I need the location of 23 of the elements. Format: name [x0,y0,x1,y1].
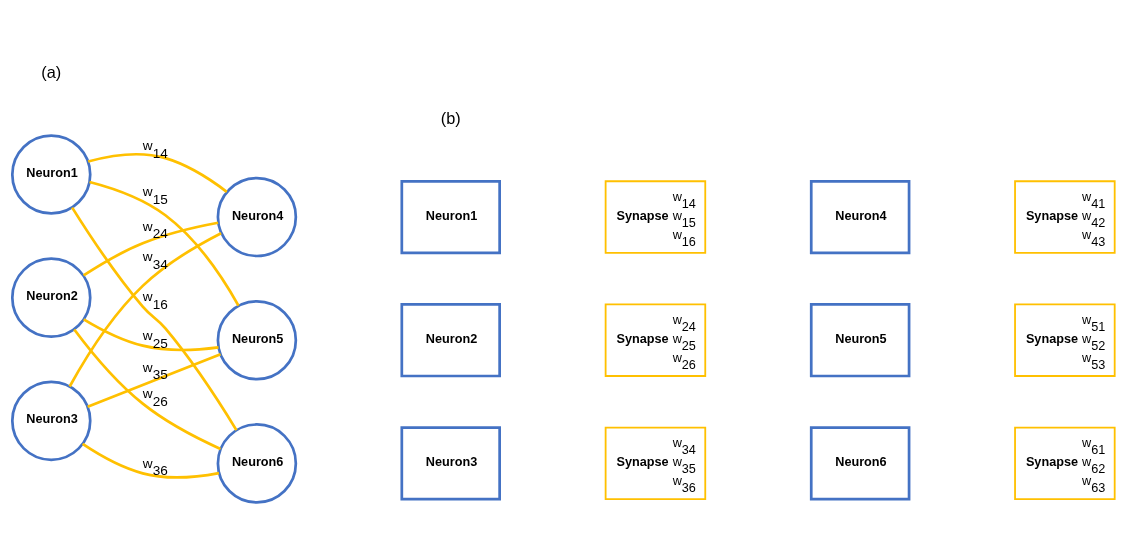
connector [81,442,220,479]
connector [87,153,228,193]
connector [68,232,222,388]
node-circle: Neuron2 [10,257,92,338]
node-box: Neuron4 [809,179,911,255]
node-box: Neuron1 [400,179,501,255]
connector [71,206,238,431]
node-box: Neuron2 [400,303,501,378]
node-box: Neuron6 [809,426,911,501]
connector [89,180,240,307]
label: (a) [41,62,62,81]
connector [73,328,222,451]
node-circle: Neuron6 [216,423,298,504]
node-circle: Neuron5 [216,299,298,381]
node-circle: Neuron4 [216,176,298,258]
connector [87,353,222,409]
node-box: Neuron5 [809,303,911,378]
connector [82,221,219,277]
connector [83,318,219,352]
node-circle: Neuron3 [10,380,92,462]
label: (b) [440,109,461,128]
node-circle: Neuron1 [10,134,92,215]
node-box: Neuron3 [400,426,501,501]
